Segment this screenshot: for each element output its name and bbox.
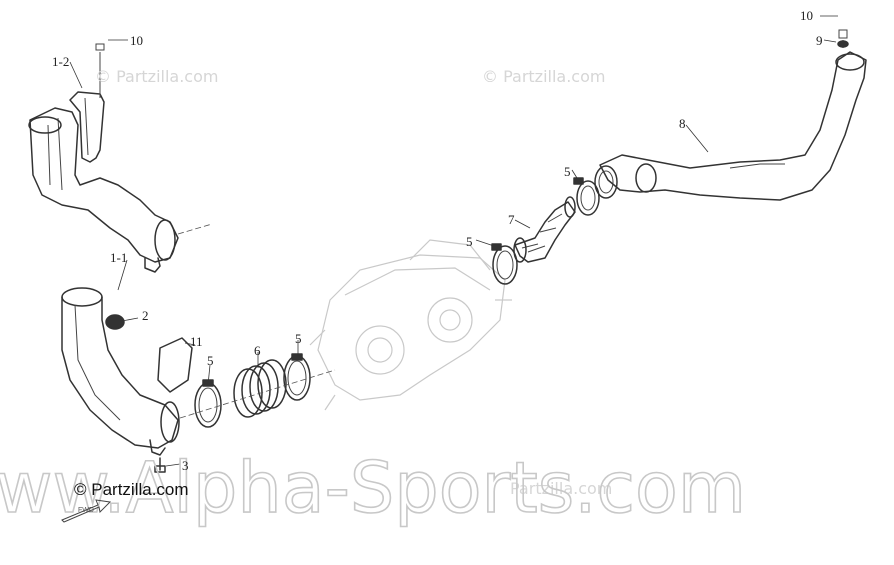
callout-10-left: 10 [130, 33, 143, 48]
callout-7: 7 [508, 212, 515, 227]
callout-6: 6 [254, 343, 261, 358]
callout-5-upper-left: 5 [466, 234, 473, 249]
callout-5-upper-right: 5 [564, 164, 571, 179]
watermark-partzilla-top-left: © Partzilla.com [95, 67, 218, 86]
callout-9: 9 [816, 33, 823, 48]
callout-2: 2 [142, 308, 149, 323]
callout-8: 8 [679, 116, 686, 131]
callout-1-2: 1-2 [52, 54, 69, 69]
leader-lines [69, 15, 838, 467]
callout-5-mid: 5 [295, 331, 302, 346]
watermark-alpha-sports: www.Alpha-Sports.com [0, 447, 746, 529]
part-5-clamp-upper-b [594, 165, 618, 199]
part-8-long-duct [599, 29, 867, 201]
part-1-2-upper-duct [28, 43, 213, 273]
fwd-direction-arrow: FWD [61, 499, 112, 523]
part-11-plate [157, 337, 193, 393]
assembly-axis-line [179, 369, 336, 419]
engine-ghost-drawing [309, 239, 512, 411]
part-6-sleeve [233, 359, 287, 418]
part-7-hose [513, 196, 576, 263]
part-5-clamp-upper-left [491, 243, 518, 285]
part-5-clamp-left [194, 379, 222, 428]
watermark-partzilla-bottom-faint: Partzilla.com [510, 479, 612, 498]
callout-5-left: 5 [207, 353, 214, 368]
part-5-clamp-upper-a [573, 177, 600, 216]
callout-11: 11 [190, 334, 203, 349]
callout-numbers: 1-2 10 1-1 2 11 5 6 5 3 5 7 5 8 10 9 [52, 8, 823, 473]
part-2-grommet [105, 314, 125, 330]
part-5-clamp-mid [283, 353, 311, 401]
part-3-bolt [154, 457, 166, 473]
part-1-1-lower-duct [61, 287, 180, 456]
fwd-label: FWD [78, 507, 94, 514]
callout-3: 3 [182, 458, 189, 473]
callout-10-right: 10 [800, 8, 813, 23]
watermark-partzilla-bottom-left: © Partzilla.com [74, 480, 189, 499]
callout-1-1: 1-1 [110, 250, 127, 265]
watermark-partzilla-top-center: © Partzilla.com [482, 67, 605, 86]
